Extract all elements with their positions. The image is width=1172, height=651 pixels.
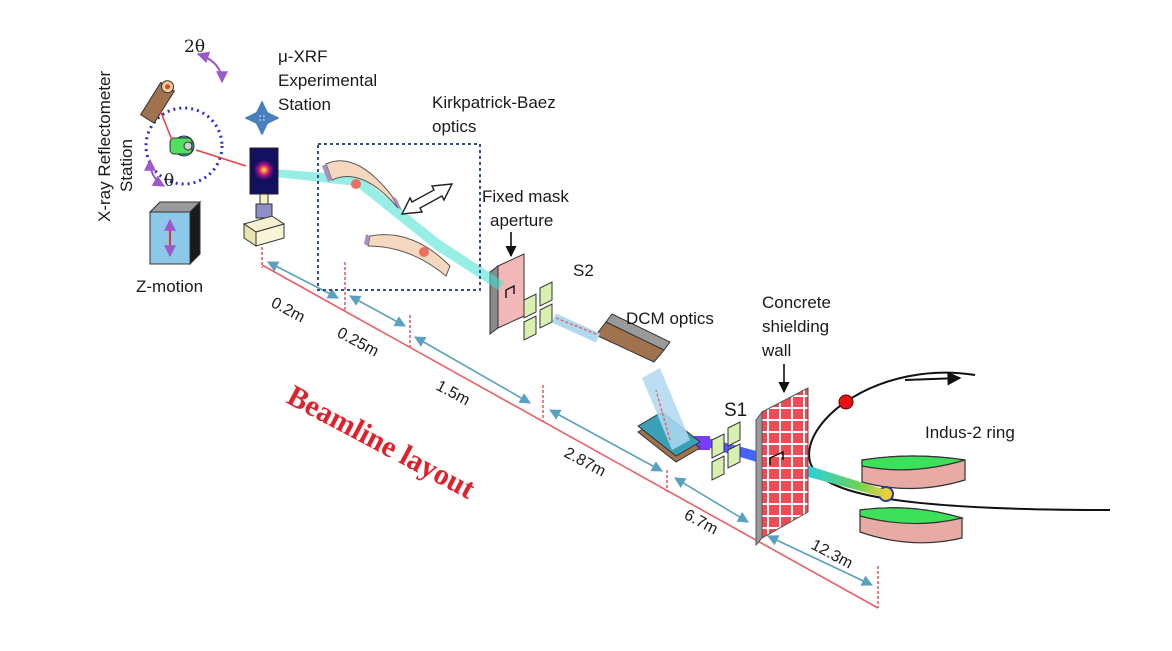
label-z-motion: Z-motion [136,277,203,296]
kb-adjust-arrow [400,183,454,215]
distance-label: 0.2m [268,295,307,327]
label-s2: S2 [573,261,594,280]
label-indus2-ring: Indus-2 ring [925,423,1015,442]
label-two-theta: 2θ [184,37,205,57]
uxrf-label-line: Experimental [278,71,377,90]
reflectometer-label-line: Station [117,139,136,192]
mask-label-line: aperture [490,211,553,230]
distance-label: 12.3m [808,537,855,573]
uxrf-station [242,147,286,247]
label-s1: S1 [724,400,747,421]
uxrf-label-line: μ-XRF [278,47,327,66]
dcm-optics [595,313,701,463]
electron-bunch [838,394,854,410]
distance-label: 2.87m [561,445,608,481]
label-reflectometer: X-ray Reflectometer Station [95,71,136,222]
label-fixed-mask: Fixed mask aperture [482,187,569,230]
uxrf-label-line: Station [278,95,331,114]
dimension-arrows [267,261,874,586]
label-dcm: DCM optics [626,309,714,328]
reflectometer-station [139,51,247,266]
indus2-ring [808,371,1111,544]
label-concrete-wall: Concrete shielding wall [761,293,831,360]
label-theta: θ [164,171,174,191]
label-uxrf-station: μ-XRF Experimental Station [278,47,377,114]
mask-label-line: Fixed mask [482,187,569,206]
kb-mirrors [322,160,451,277]
s2-slits [523,281,553,341]
wall-label-line: Concrete [762,293,831,312]
s1-slits [711,421,741,481]
label-kb-optics: Kirkpatrick-Baez optics [432,93,556,136]
kb-label-line: Kirkpatrick-Baez [432,93,556,112]
concrete-shielding-wall [755,387,809,547]
distance-label: 1.5m [433,378,472,410]
move-arrows-icon [244,100,280,136]
monochromatic-beam [551,313,601,343]
wall-label-line: shielding [762,317,829,336]
goniometer-circle [144,106,224,186]
kb-optics-box [317,143,481,291]
distance-label: 0.25m [334,325,381,361]
reflectometer-label-line: X-ray Reflectometer [95,71,114,222]
wall-label-line: wall [761,341,791,360]
distance-label: 6.7m [681,507,720,539]
fixed-mask-aperture [489,253,525,335]
kb-label-line: optics [432,117,476,136]
